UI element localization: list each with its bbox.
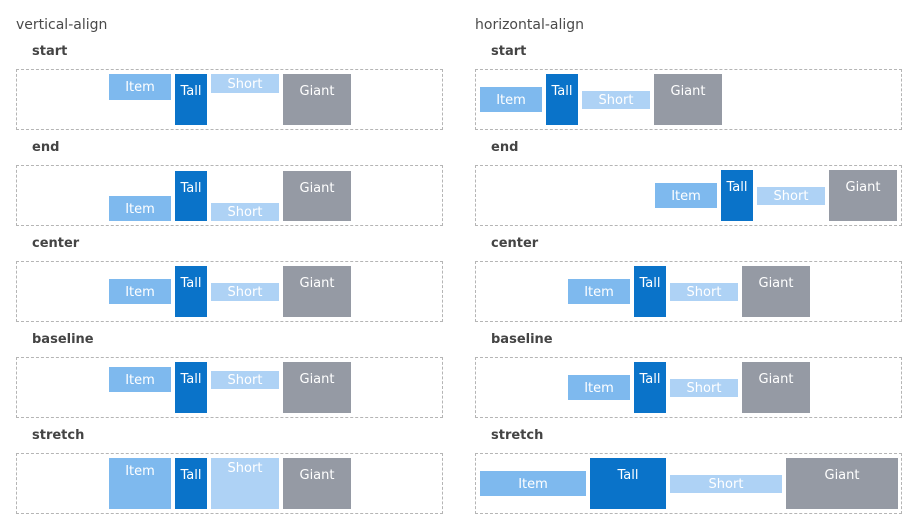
tall-box: Tall (590, 458, 666, 509)
row-label-start: start (491, 44, 527, 59)
tall-box: Tall (175, 171, 207, 221)
giant-box: Giant (283, 458, 351, 509)
demo-box-horizontal-baseline: Item Tall Short Giant (475, 357, 902, 418)
demo-box-vertical-start: Item Tall Short Giant (16, 69, 443, 130)
giant-box: Giant (742, 266, 810, 317)
tall-box: Tall (175, 362, 207, 413)
giant-box: Giant (786, 458, 898, 509)
demo-box-vertical-center: Item Tall Short Giant (16, 261, 443, 322)
short-box: Short (670, 379, 738, 397)
item-box: Item (480, 471, 586, 496)
short-box: Short (582, 91, 650, 109)
short-box: Short (211, 283, 279, 301)
giant-box: Giant (829, 170, 897, 221)
row-label-end: end (491, 140, 519, 155)
row-label-end: end (32, 140, 60, 155)
giant-box: Giant (283, 171, 351, 221)
row-label-stretch: stretch (32, 428, 85, 443)
item-box: Item (109, 458, 171, 509)
short-box: Short (670, 475, 782, 493)
item-box: Item (480, 87, 542, 112)
demo-box-horizontal-center: Item Tall Short Giant (475, 261, 902, 322)
demo-box-horizontal-stretch: Item Tall Short Giant (475, 453, 902, 514)
short-box: Short (670, 283, 738, 301)
demo-box-horizontal-end: Item Tall Short Giant (475, 165, 902, 226)
item-box: Item (109, 196, 171, 221)
tall-box: Tall (175, 266, 207, 317)
row-label-baseline: baseline (491, 332, 553, 347)
short-box: Short (211, 371, 279, 389)
short-box: Short (211, 458, 279, 509)
item-box: Item (568, 375, 630, 400)
demo-box-vertical-stretch: Item Tall Short Giant (16, 453, 443, 514)
tall-box: Tall (175, 458, 207, 509)
tall-box: Tall (721, 170, 753, 221)
row-label-stretch: stretch (491, 428, 544, 443)
demo-box-vertical-baseline: Item Tall Short Giant (16, 357, 443, 418)
row-label-center: center (491, 236, 539, 251)
short-box: Short (211, 74, 279, 93)
row-label-center: center (32, 236, 80, 251)
row-label-baseline: baseline (32, 332, 94, 347)
giant-box: Giant (283, 266, 351, 317)
tall-box: Tall (634, 266, 666, 317)
demo-box-horizontal-start: Item Tall Short Giant (475, 69, 902, 130)
item-box: Item (109, 279, 171, 304)
item-box: Item (655, 183, 717, 208)
item-box: Item (109, 367, 171, 392)
giant-box: Giant (283, 362, 351, 413)
short-box: Short (757, 187, 825, 205)
giant-box: Giant (654, 74, 722, 125)
tall-box: Tall (175, 74, 207, 125)
short-box: Short (211, 203, 279, 221)
tall-box: Tall (634, 362, 666, 413)
horizontal-align-heading: horizontal-align (475, 17, 584, 33)
tall-box: Tall (546, 74, 578, 125)
demo-box-vertical-end: Item Tall Short Giant (16, 165, 443, 226)
item-box: Item (568, 279, 630, 304)
giant-box: Giant (283, 74, 351, 125)
row-label-start: start (32, 44, 68, 59)
item-box: Item (109, 74, 171, 100)
vertical-align-heading: vertical-align (16, 17, 108, 33)
giant-box: Giant (742, 362, 810, 413)
